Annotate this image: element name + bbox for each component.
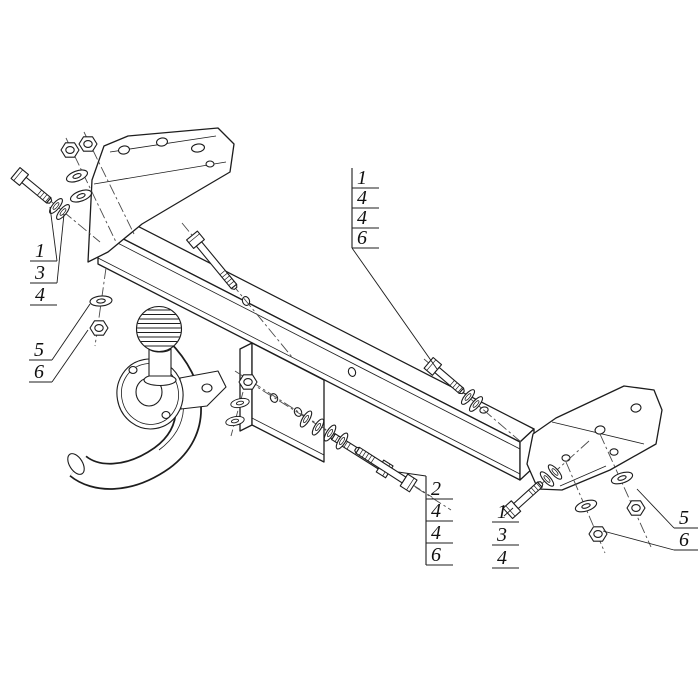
bolt-hole [205, 160, 215, 168]
leader-line [636, 488, 675, 529]
bolt-hole [347, 367, 357, 377]
hex-nut [78, 136, 98, 152]
callout-label: 3 [496, 524, 507, 546]
callouts: 1 3 4 5 6 1 4 4 6 [29, 167, 698, 569]
callout-left-mid: 5 6 [29, 303, 91, 383]
flat-washer [609, 469, 635, 487]
hex-bolt [502, 477, 547, 520]
leader-line [51, 303, 91, 361]
callout-label: 5 [679, 507, 689, 529]
callout-bottom-center: 2 4 4 6 [397, 471, 453, 566]
right-mounting-bracket [526, 385, 663, 491]
socket-plate-rim [121, 363, 179, 425]
bolt-hole [269, 393, 279, 403]
hex-nut [588, 526, 608, 542]
leader-line [397, 471, 427, 477]
left-bracket-plate [87, 127, 235, 263]
hex-nut [626, 500, 646, 516]
callout-bottom-right-inner: 1 3 4 [492, 501, 519, 569]
callout-label: 4 [35, 284, 45, 306]
centerline [234, 370, 452, 511]
flat-washer [573, 497, 599, 515]
callout-label: 1 [357, 167, 367, 189]
callout-label: 6 [357, 227, 367, 249]
hex-bolt [10, 167, 56, 208]
tow-ball [135, 305, 183, 353]
leader-line [351, 247, 438, 370]
slot-hole [190, 143, 206, 153]
hex-nut [60, 142, 80, 158]
callout-label: 4 [357, 187, 367, 209]
leader-line [503, 507, 514, 517]
right-bracket-plate [526, 385, 663, 491]
callout-left-upper: 1 3 4 [30, 206, 65, 306]
tow-ball-assembly [135, 305, 183, 387]
callout-label: 1 [497, 501, 507, 523]
leader-line [56, 213, 65, 284]
centerline [599, 433, 652, 548]
channel-edge-line [251, 417, 325, 456]
bolt-hole [161, 410, 171, 420]
callout-label: 2 [431, 478, 441, 500]
bolt-hole [128, 365, 138, 375]
left-bracket-fold-line [93, 161, 227, 185]
bolt-hole [594, 425, 606, 435]
callout-label: 6 [679, 529, 689, 551]
left-mounting-bracket [87, 127, 235, 263]
center-channel-bracket [239, 342, 325, 463]
flat-washer [89, 294, 113, 308]
callout-label: 6 [34, 361, 44, 383]
leader-line [51, 329, 89, 383]
bolt-hole [155, 137, 169, 147]
leader-line [602, 530, 675, 551]
bolt-hole [630, 403, 642, 413]
hex-nut [89, 320, 109, 336]
crossbeam-edge-line [97, 232, 521, 450]
callout-label: 3 [34, 262, 45, 284]
callout-top-right: 1 4 4 6 [351, 167, 438, 370]
hex-bolt [351, 442, 418, 493]
flat-washer [64, 166, 90, 186]
leader-line [49, 206, 58, 262]
bolt-hole [609, 448, 619, 456]
flat-washer [68, 186, 94, 206]
swan-neck-end-cap [67, 453, 85, 475]
callout-bottom-right-outer: 5 6 [602, 488, 698, 551]
callout-label: 4 [431, 522, 441, 544]
bolt-hole [561, 454, 571, 462]
callout-label: 6 [431, 544, 441, 566]
callout-label: 4 [357, 207, 367, 229]
bolt-hole [201, 383, 213, 393]
callout-label: 4 [497, 547, 507, 569]
callout-label: 5 [34, 339, 44, 361]
bolt-hole [117, 145, 131, 155]
crossbeam-edge-line [97, 257, 521, 475]
hex-nut [238, 374, 258, 390]
callout-label: 4 [431, 500, 441, 522]
callout-label: 1 [35, 240, 45, 262]
channel-front-face [251, 342, 325, 463]
right-bracket-fold-line [559, 465, 607, 487]
